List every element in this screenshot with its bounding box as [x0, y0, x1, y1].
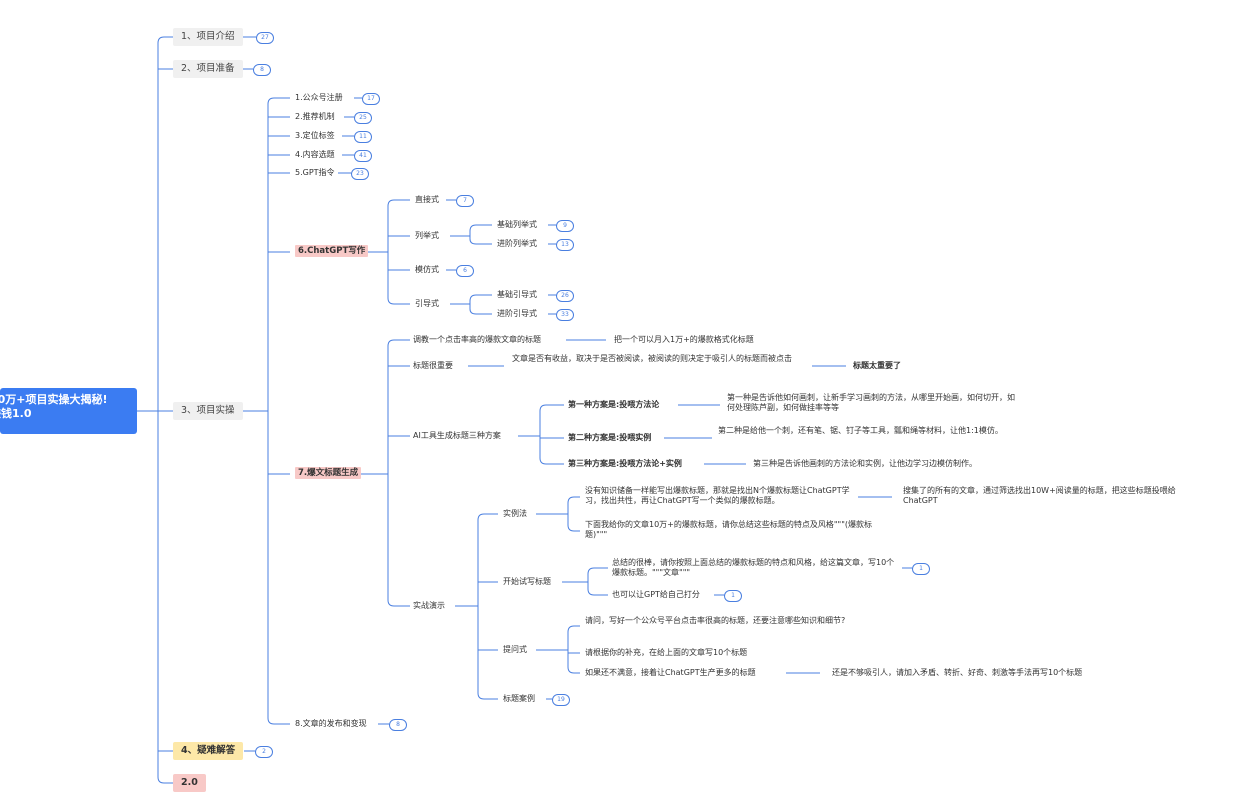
node-guide-advanced[interactable]: 进阶引导式: [497, 309, 537, 318]
node-train-title[interactable]: 调教一个点击率高的爆款文章的标题: [413, 335, 541, 344]
count-badge[interactable]: 1: [724, 590, 742, 602]
node-title-important-result[interactable]: 标题太重要了: [853, 361, 901, 370]
node-train-title-sub[interactable]: 把一个可以月入1万+的爆款格式化标题: [614, 335, 754, 344]
node-qa[interactable]: 4、疑难解答: [173, 742, 244, 760]
node-ask-p2[interactable]: 请根据你的补充，在给上面的文章写10个标题: [585, 648, 748, 657]
node-example-p2[interactable]: 下面我给你的文章10万+的爆款标题，请你总结这些标题的特点及风格"""(爆款标题…: [585, 520, 873, 539]
node-demo[interactable]: 实战演示: [413, 601, 445, 610]
count-badge[interactable]: 19: [552, 694, 570, 706]
count-badge[interactable]: 8: [389, 719, 407, 731]
node-try-p1[interactable]: 总结的很棒，请你按照上面总结的爆款标题的特点和风格，给这篇文章，写10个爆款标题…: [612, 558, 895, 577]
node-gpt-command[interactable]: 5.GPT指令: [295, 168, 335, 177]
node-plan-1-desc[interactable]: 第一种是告诉他如何画刺，让新手学习画刺的方法，从哪里开始画，如何切开，如何处理陈…: [727, 393, 1015, 412]
node-project-practice[interactable]: 3、项目实操: [173, 402, 243, 420]
count-badge[interactable]: 1: [912, 563, 930, 575]
node-imitate[interactable]: 模仿式: [415, 265, 439, 274]
node-title-important[interactable]: 标题很重要: [413, 361, 453, 370]
node-plan-2[interactable]: 第二种方案是:投喂实例: [568, 433, 652, 442]
node-guide-basic[interactable]: 基础引导式: [497, 290, 537, 299]
node-wechat-register[interactable]: 1.公众号注册: [295, 93, 343, 102]
node-example-method[interactable]: 实例法: [503, 509, 527, 518]
count-badge[interactable]: 7: [456, 195, 474, 207]
node-try-p2[interactable]: 也可以让GPT给自己打分: [612, 590, 700, 599]
node-title-gen-wrap: 7.爆文标题生成: [295, 467, 362, 479]
root-title-line2: 赚钱1.0: [0, 407, 32, 420]
count-badge[interactable]: 26: [556, 290, 574, 302]
count-badge[interactable]: 8: [253, 64, 271, 76]
node-chatgpt-writing[interactable]: 6.ChatGPT写作: [295, 245, 369, 257]
node-chatgpt-writing-wrap: 6.ChatGPT写作: [295, 245, 369, 257]
node-list-basic[interactable]: 基础列举式: [497, 220, 537, 229]
count-badge[interactable]: 33: [556, 309, 574, 321]
node-project-prep[interactable]: 2、项目准备: [173, 60, 243, 78]
root-title-line1: 10万+项目实操大揭秘!: [0, 393, 108, 406]
node-try-write[interactable]: 开始试写标题: [503, 577, 551, 586]
node-ask-p3-sub[interactable]: 还是不够吸引人，请加入矛盾、转折、好奇、刺激等手法再写10个标题: [832, 668, 1083, 677]
count-badge[interactable]: 13: [556, 239, 574, 251]
count-badge[interactable]: 27: [256, 32, 274, 44]
node-title-important-desc[interactable]: 文章是否有收益，取决于是否被阅读，被阅读的则决定于吸引人的标题而被点击: [512, 354, 792, 363]
node-ask[interactable]: 提问式: [503, 645, 527, 654]
count-badge[interactable]: 41: [354, 150, 372, 162]
node-list-advanced[interactable]: 进阶列举式: [497, 239, 537, 248]
node-publish[interactable]: 8.文章的发布和变现: [295, 719, 367, 728]
node-direct[interactable]: 直接式: [415, 195, 439, 204]
node-topics[interactable]: 4.内容选题: [295, 150, 335, 159]
node-ai-three-plans[interactable]: AI工具生成标题三种方案: [413, 431, 501, 440]
node-example-p1-sub[interactable]: 搜集了的所有的文章，通过筛选找出10W+阅读量的标题，把这些标题投喂给ChatG…: [903, 486, 1176, 505]
node-version-2[interactable]: 2.0: [173, 774, 206, 792]
count-badge[interactable]: 11: [354, 131, 372, 143]
count-badge[interactable]: 25: [354, 112, 372, 124]
node-list[interactable]: 列举式: [415, 231, 439, 240]
node-recommend[interactable]: 2.推荐机制: [295, 112, 335, 121]
node-ask-p1[interactable]: 请问，写好一个公众号平台点击率很高的标题，还要注意哪些知识和细节?: [585, 616, 846, 625]
node-plan-3-desc[interactable]: 第三种是告诉他画刺的方法论和实例，让他边学习边模仿制作。: [753, 459, 977, 468]
node-plan-3[interactable]: 第三种方案是:投喂方法论+实例: [568, 459, 682, 468]
count-badge[interactable]: 9: [556, 220, 574, 232]
node-example-p1[interactable]: 没有知识储备一样能写出爆款标题，那就是找出N个爆款标题让ChatGPT学习，找出…: [585, 486, 850, 505]
node-ask-p3[interactable]: 如果还不满意，接着让ChatGPT生产更多的标题: [585, 668, 756, 677]
count-badge[interactable]: 6: [456, 265, 474, 277]
count-badge[interactable]: 17: [362, 93, 380, 105]
node-project-intro[interactable]: 1、项目介绍: [173, 28, 243, 46]
node-guide[interactable]: 引导式: [415, 299, 439, 308]
node-plan-2-desc[interactable]: 第二种是给他一个刺，还有笔、锯、钉子等工具，瓢和绳等材料，让他1:1模仿。: [718, 426, 1003, 435]
node-title-gen[interactable]: 7.爆文标题生成: [295, 467, 362, 479]
node-plan-1[interactable]: 第一种方案是:投喂方法论: [568, 400, 660, 409]
count-badge[interactable]: 23: [351, 168, 369, 180]
node-tags[interactable]: 3.定位标签: [295, 131, 335, 140]
count-badge[interactable]: 2: [255, 746, 273, 758]
root-node[interactable]: 10万+项目实操大揭秘! 赚钱1.0: [0, 388, 137, 434]
node-title-cases[interactable]: 标题案例: [503, 694, 535, 703]
